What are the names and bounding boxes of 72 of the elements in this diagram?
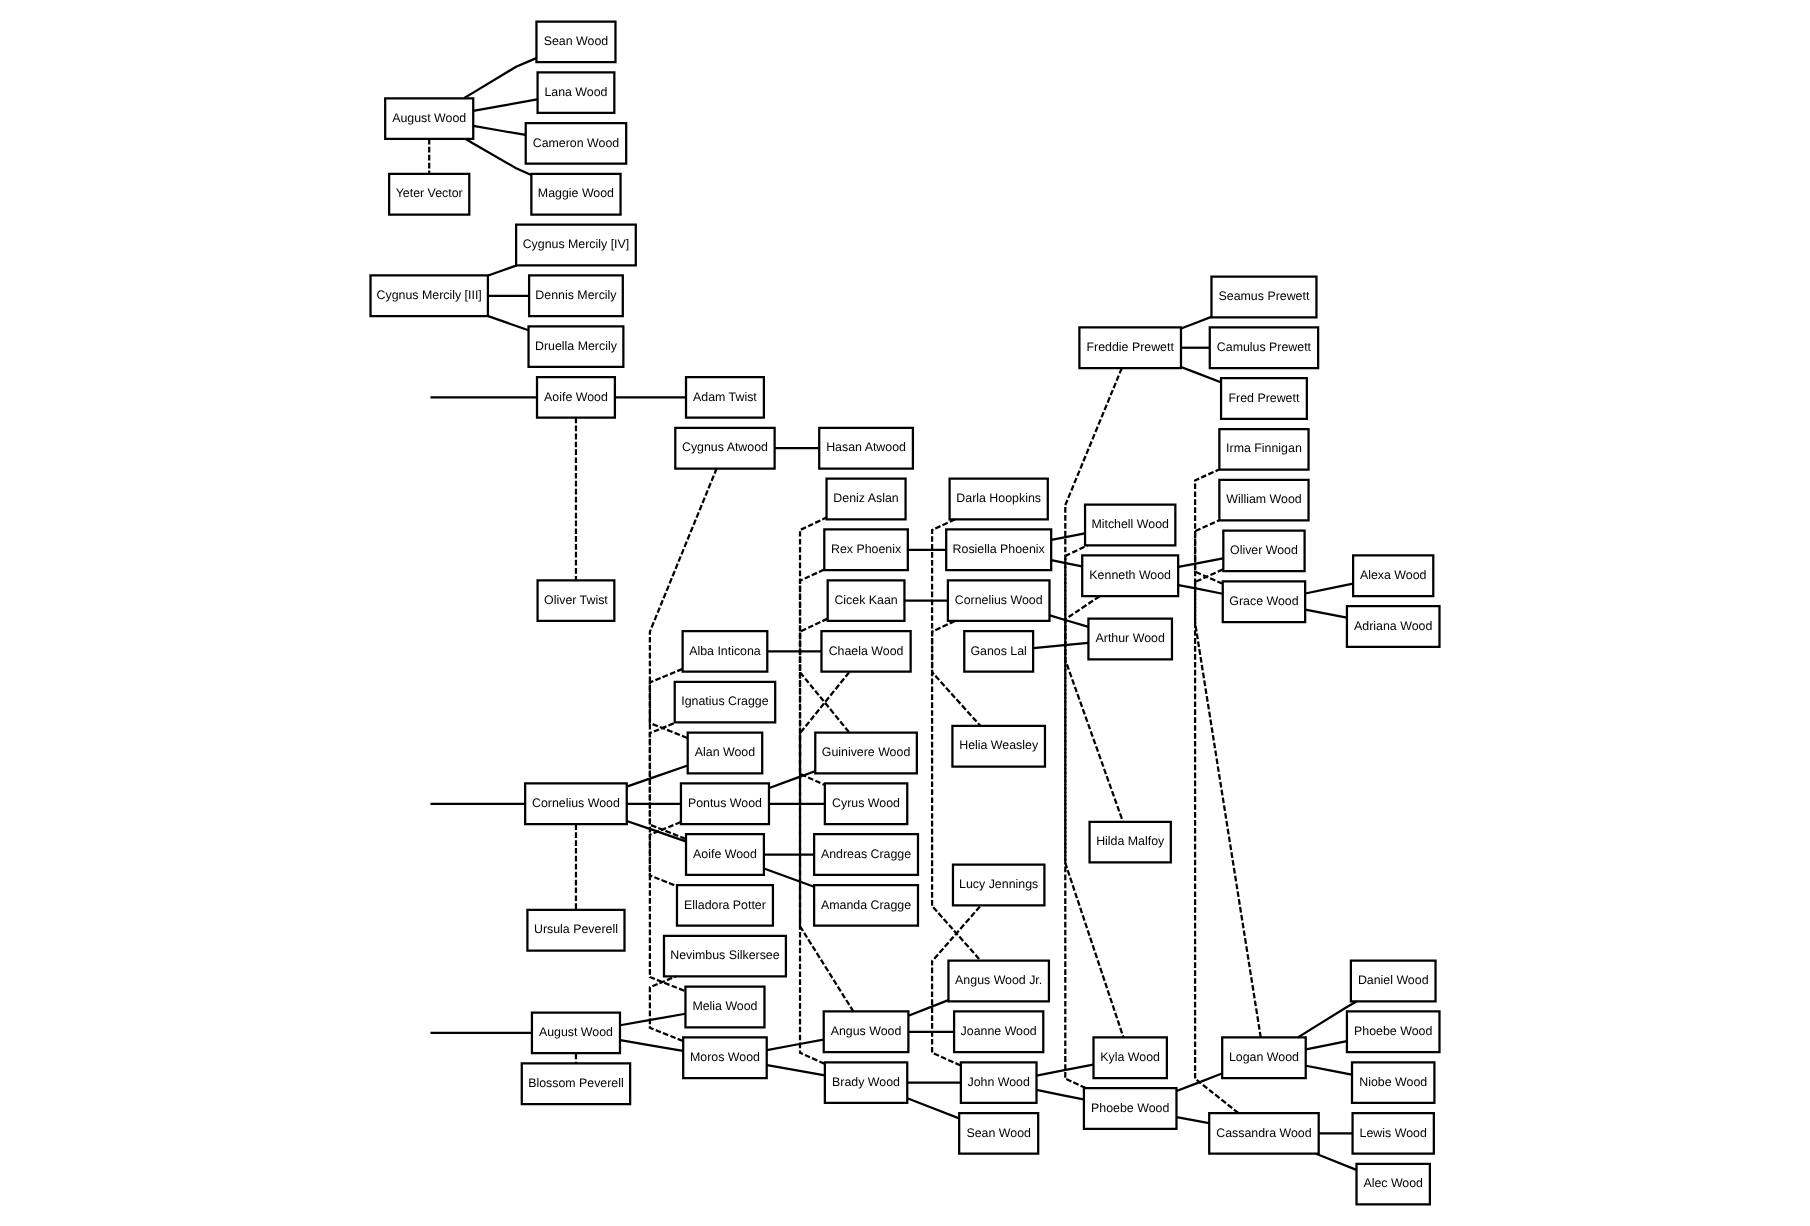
connector — [930, 904, 982, 1067]
connector — [1064, 367, 1125, 1038]
connector — [574, 417, 578, 581]
connector — [626, 802, 681, 805]
connector — [463, 57, 537, 100]
connector — [1051, 532, 1086, 541]
connector — [1305, 582, 1354, 595]
connector — [764, 853, 814, 856]
connector — [1178, 557, 1224, 568]
connector — [1176, 1072, 1223, 1093]
connector — [1178, 583, 1223, 595]
connector — [1036, 1063, 1094, 1077]
connector — [1305, 608, 1348, 619]
connector — [768, 770, 816, 790]
connector — [767, 650, 822, 653]
connector — [1193, 519, 1224, 585]
connector — [1181, 346, 1210, 349]
connector — [1051, 559, 1083, 568]
connector — [1193, 568, 1240, 1114]
connector — [488, 294, 529, 297]
connector — [487, 264, 518, 277]
connector — [908, 1030, 954, 1033]
connector — [1064, 595, 1124, 822]
connector — [648, 820, 682, 888]
connector — [574, 824, 578, 910]
connector — [620, 1039, 684, 1052]
connector — [487, 315, 529, 332]
connector — [648, 975, 684, 1043]
connector — [798, 516, 855, 1013]
connector — [648, 721, 687, 840]
connector — [766, 1038, 824, 1052]
connector — [473, 98, 538, 112]
connector — [1305, 1064, 1352, 1076]
connector — [626, 764, 689, 788]
connector — [769, 802, 825, 805]
connector — [428, 138, 431, 174]
connector — [1297, 1000, 1358, 1039]
connector — [930, 518, 982, 962]
connector — [1315, 1152, 1357, 1171]
connector — [908, 548, 946, 551]
connector — [930, 619, 981, 727]
connector — [465, 138, 532, 176]
connector — [1064, 544, 1089, 1090]
connector — [430, 802, 525, 805]
connector — [620, 1012, 686, 1027]
connector — [1305, 1039, 1348, 1051]
connector — [574, 1053, 578, 1064]
connector — [1176, 1115, 1210, 1125]
connector — [907, 1081, 961, 1084]
connector — [1180, 315, 1212, 330]
connector — [798, 617, 829, 786]
connector — [615, 396, 686, 399]
connector — [1049, 614, 1089, 628]
connector — [473, 124, 526, 137]
connector — [904, 599, 948, 602]
connector — [430, 396, 537, 399]
connector — [1033, 641, 1089, 650]
connector — [1193, 468, 1262, 1038]
connector — [763, 867, 815, 888]
connector — [906, 1097, 960, 1120]
connector — [626, 819, 687, 843]
connector — [908, 999, 949, 1017]
connector — [1180, 365, 1222, 384]
connector — [648, 667, 688, 740]
connector — [774, 447, 819, 450]
connector — [1318, 1132, 1353, 1135]
connector — [1036, 1088, 1084, 1101]
connector — [430, 1031, 532, 1035]
connector — [798, 568, 851, 734]
connector — [648, 468, 718, 993]
connector — [798, 671, 851, 1065]
connector — [766, 1063, 825, 1077]
